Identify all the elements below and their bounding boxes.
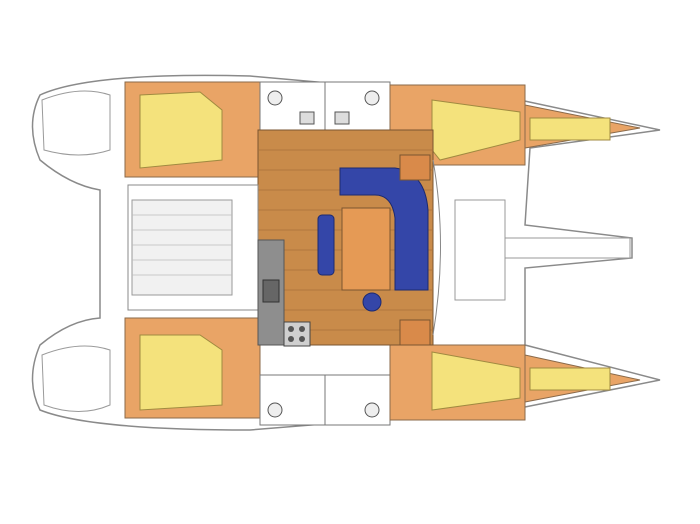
bathroom-bottom-aft xyxy=(259,374,326,426)
sink-icon xyxy=(262,279,280,303)
sink-icon xyxy=(334,111,350,125)
burner-icon xyxy=(288,326,294,332)
bed-fwd-bottom xyxy=(431,351,521,411)
stairs-top xyxy=(399,154,431,181)
burner-icon xyxy=(299,326,305,332)
bow-bunk-bottom xyxy=(529,367,611,391)
bed-aft-bottom xyxy=(139,334,223,411)
bathroom-bottom-fwd xyxy=(324,374,391,426)
stairs-bottom xyxy=(399,319,431,346)
bed-aft-top xyxy=(139,91,223,169)
salon-table xyxy=(341,207,391,291)
stern-step-bottom xyxy=(41,345,111,412)
stern-step-top xyxy=(41,90,111,156)
toilet-icon xyxy=(267,90,283,106)
toilet-icon xyxy=(267,402,283,418)
forward-lounge xyxy=(454,199,506,301)
stove-icon xyxy=(283,321,311,347)
beam xyxy=(504,237,631,259)
helm-seat-icon xyxy=(362,292,382,312)
burner-icon xyxy=(299,336,305,342)
sink-icon xyxy=(299,111,315,125)
toilet-icon xyxy=(364,90,380,106)
bow-bunk-top xyxy=(529,117,611,141)
sofa-side xyxy=(317,214,335,276)
cockpit-seat xyxy=(131,199,233,296)
toilet-icon xyxy=(364,402,380,418)
forward-deck xyxy=(432,159,441,336)
burner-icon xyxy=(288,336,294,342)
bathroom-top-aft xyxy=(259,81,326,131)
